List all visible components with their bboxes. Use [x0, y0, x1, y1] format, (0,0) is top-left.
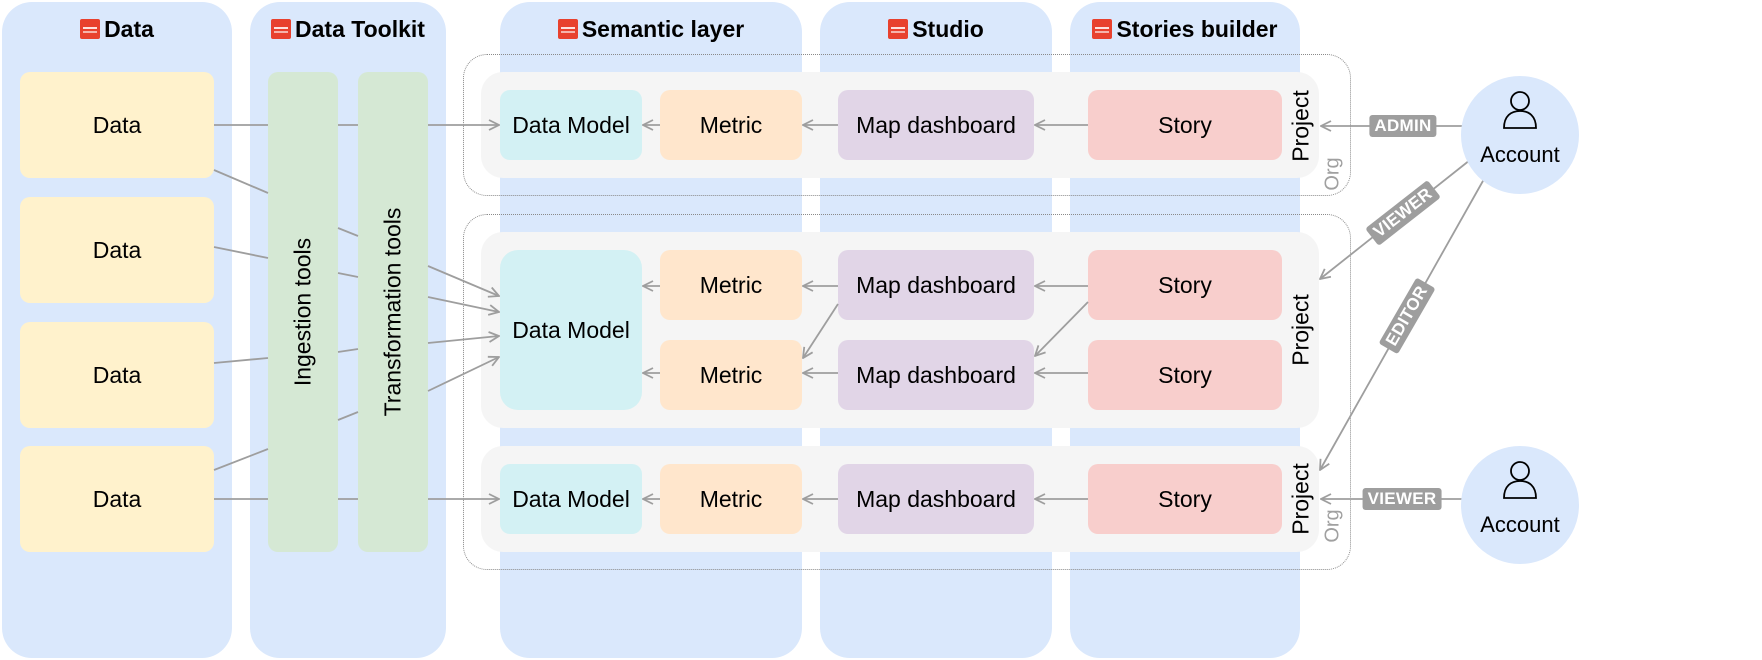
column-title-studio: Studio: [912, 16, 984, 42]
logo-icon: [1092, 19, 1113, 39]
data-model: Data Model: [500, 464, 642, 534]
edge-data-ingestion: [213, 246, 269, 259]
role-badge-admin: ADMIN: [1369, 115, 1437, 137]
metric: Metric: [660, 90, 802, 160]
edge-ingestion-transformation: [337, 227, 359, 237]
column-title-stories-builder: Stories builder: [1116, 16, 1278, 42]
ingestion-tools: [268, 72, 338, 552]
edge-ingestion-transformation: [337, 411, 359, 421]
role-badge-viewer: VIEWER: [1362, 488, 1442, 510]
edge-data-ingestion: [213, 448, 269, 471]
edge-data-ingestion: [213, 169, 269, 194]
edge-ingestion-transformation: [337, 272, 359, 278]
edge-ingestion-transformation: [337, 348, 359, 353]
data-model: Data Model: [500, 250, 642, 410]
map-dashboard: Map dashboard: [838, 464, 1034, 534]
map-dashboard: Map dashboard: [838, 340, 1034, 410]
edge-dashboard-metric: [803, 303, 839, 358]
data-source: Data: [20, 197, 214, 303]
map-dashboard: Map dashboard: [838, 90, 1034, 160]
column-title-data-toolkit: Data Toolkit: [295, 16, 425, 42]
column-title-data: Data: [104, 16, 154, 42]
account-label: Account: [1480, 142, 1560, 167]
user-icon: [1503, 461, 1537, 499]
logo-icon: [80, 19, 101, 39]
data-model: Data Model: [500, 90, 642, 160]
edge-story-dashboard: [1035, 301, 1089, 356]
logo-icon: [271, 19, 292, 39]
column-title-semantic-layer: Semantic layer: [581, 16, 745, 42]
metric: Metric: [660, 340, 802, 410]
transformation-tools: [358, 72, 428, 552]
account-node: Account: [1461, 446, 1579, 564]
user-icon: [1503, 91, 1537, 129]
account-node: Account: [1461, 76, 1579, 194]
edge-tool-datamodel: [427, 336, 499, 344]
logo-icon: [557, 19, 578, 39]
logo-icon: [888, 19, 909, 39]
story: Story: [1088, 464, 1282, 534]
story: Story: [1088, 340, 1282, 410]
edge-tool-datamodel: [427, 265, 499, 296]
story: Story: [1088, 90, 1282, 160]
metric: Metric: [660, 464, 802, 534]
map-dashboard: Map dashboard: [838, 250, 1034, 320]
edge-data-ingestion: [213, 357, 269, 364]
edge-tool-datamodel: [427, 296, 499, 312]
data-source: Data: [20, 72, 214, 178]
data-source: Data: [20, 322, 214, 428]
metric: Metric: [660, 250, 802, 320]
data-source: Data: [20, 446, 214, 552]
org-bottom: [463, 214, 1351, 570]
story: Story: [1088, 250, 1282, 320]
account-label: Account: [1480, 512, 1560, 537]
edge-tool-datamodel: [427, 357, 499, 392]
